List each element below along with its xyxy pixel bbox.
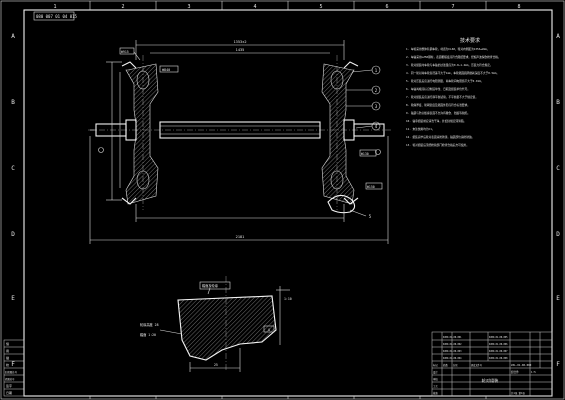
tb-left-row-3: 0209-01-00-003 [443,350,462,353]
tb-left-row-4: 0209-01-00-004 [443,357,462,360]
row-letter-b-right: B [556,99,560,106]
detail-label-e: 25 [214,363,218,367]
col-number-7: 7 [451,4,454,10]
row-letter-a: A [11,33,15,40]
tech-req-item-13: 13. 轮对组装后须经检验部门检查合格后方可使用。 [406,143,469,147]
tb-left-row-1: 0209-01-00-001 [443,336,462,339]
dim-left-a: Φ840 [162,68,170,72]
tech-req-item-1: 1. 车轮采用整体轧钢车轮，材质为CL60，轮对内侧距为1353±2mm。 [406,47,489,51]
strip-cell-7: 签字 [6,383,12,388]
balloon-5-label: 5 [369,214,372,219]
dim-right-b: Φ150 [367,185,375,189]
col-number-6: 6 [385,4,388,10]
detail-label-b: 轮缘高度 28 [140,322,159,327]
balloon-4-label: 4 [375,124,378,129]
col-number-4: 4 [253,4,256,10]
balloon-1-label: 1 [375,68,378,73]
tech-req-item-8: 8. 轮缘厚度、轮辋宽度及踏面外形应符合标准要求。 [406,103,470,107]
tech-req-item-7: 7. 轮对组装后应进行静平衡试验，不平衡量不大于规定值。 [406,95,478,99]
tb-drawing-no: ZZL-01-00-000 [511,363,532,367]
row-letter-e-right: E [556,295,560,302]
row-markers: A B C D E F A B C D E F [11,33,560,368]
row-letter-c: C [11,165,15,172]
detail-label-d: A [268,328,270,332]
code-stamp-box [33,11,75,21]
dim-left-b: Φ915 [121,50,129,54]
column-markers: 1 2 3 4 5 6 7 8 [53,1,521,399]
dim-overall: 2181 [236,235,245,239]
tb-label-process: 工艺 [433,384,438,388]
col-number-3: 3 [187,4,190,10]
tech-requirements-title: 技术要求 [460,37,480,44]
row-letter-a-right: A [556,33,560,40]
tech-req-item-2: 2. 车轴采用LZ50钢材，表面粗糙度应符合图纸要求，经超声波探伤检查合格。 [406,55,501,59]
balloon-2 [371,85,381,95]
row-letter-d: D [11,231,15,238]
balloon-1 [371,65,381,75]
tech-req-item-5: 5. 轮对压装后应进行电阻测量，两车轮间电阻值不大于0.01Ω。 [406,79,483,83]
tech-req-item-3: 3. 轮对组装时车轮与车轴的过盈量应为0.8~1.4mm，压装力符合规定。 [406,63,493,67]
strip-cell-3: 描 [6,355,9,360]
tb-left-row-2: 0209-01-00-002 [443,343,462,346]
code-stamp: 080 007 01 04 015 [36,14,78,19]
inner-border [23,9,553,397]
strip-cell-1: 借 [6,341,9,346]
col-number-2: 2 [121,4,124,10]
balloon-3 [371,101,381,111]
balloon-2-label: 2 [375,88,378,93]
tech-requirements: 技术要求 1. 车轮采用整体轧钢车轮，材质为CL60，轮对内侧距为1353±2m… [406,37,501,147]
row-letter-f-right: F [556,361,560,368]
detail-label-a: 踏面及轮缘 [202,283,219,288]
dim-inner: 1435 [236,48,245,52]
strip-cell-4: 校 [6,362,9,367]
strip-cell-5: 旧底图总号 [5,370,18,374]
row-letter-b: B [11,99,15,106]
wheel-profile-detail: 踏面及轮缘 轮缘高度 28 踏面 1:20 A 25 1:10 [140,276,292,372]
tb-label-mark: 标记 [433,363,438,367]
tech-req-item-12: 12. 组装完毕后轮对表面涂防锈漆，轴颈部位涂防锈油。 [406,135,474,139]
row-letter-f: F [11,361,15,368]
detail-label-f: 1:10 [284,297,292,301]
left-strip-table: 借 用 描 校 旧底图总号 底图总号 签字 日期 [3,339,25,397]
tb-mid-row-1: 0209-01-00-005 [489,336,508,339]
tb-mid-row-4: 0209-01-00-008 [489,357,508,360]
strip-cell-8: 日期 [6,390,12,395]
tb-label-approve: 批准 [433,391,438,395]
row-letter-d-right: D [556,231,560,238]
balloon-4 [371,121,381,131]
detail-label-c: 踏面 1:20 [140,332,156,337]
tb-drawing-name: 轮对组装 [482,377,500,384]
tech-req-item-6: 6. 车轴两端应标记制造单位、日期及组装单位代号。 [406,87,470,91]
col-number-1: 1 [53,4,56,10]
tb-sheet: 共1张 第1张 [511,391,525,395]
tb-material: 组合件 [511,370,519,374]
title-block: 0209-01-00-001 0209-01-00-002 0209-01-00… [431,331,553,397]
dim-top: 1353±2 [234,40,247,44]
tb-label-review: 审核 [433,377,438,381]
tb-label-designer: 设计 [433,370,438,374]
tech-req-item-9: 9. 轴颈与防尘板座表面不允许有碰伤、划痕等缺陷。 [406,111,470,115]
col-number-8: 8 [517,4,520,10]
tb-mid-row-3: 0209-01-00-007 [489,350,508,353]
tb-label-change: 更改文件号 [471,363,483,367]
tb-scale: 1:5 [531,370,536,374]
tech-req-item-10: 10. 轴承组装前应清洗干净，并加注规定润滑脂。 [406,119,466,123]
strip-cell-6: 底图总号 [5,377,15,381]
row-letter-c-right: C [556,165,560,172]
tech-req-item-11: 11. 未注倒角均为C1。 [406,127,435,131]
tech-req-item-4: 4. 同一轮对两车轮直径差不大于1mm，车轮踏面圆周磨耗深度不大于0.5mm。 [406,71,499,75]
wheelset-main-view: 1353±2 1435 Φ840 Φ915 Φ130 Φ150 2181 1 [88,40,392,244]
row-letter-e: E [11,295,15,302]
strip-cell-2: 用 [6,349,9,353]
tb-mid-row-2: 0209-01-00-006 [489,343,508,346]
col-number-5: 5 [319,4,322,10]
dim-right-a: Φ130 [361,152,369,156]
tb-label-count: 处数 [443,363,448,367]
tb-label-zone: 分区 [453,363,458,367]
balloon-3-label: 3 [375,104,378,109]
